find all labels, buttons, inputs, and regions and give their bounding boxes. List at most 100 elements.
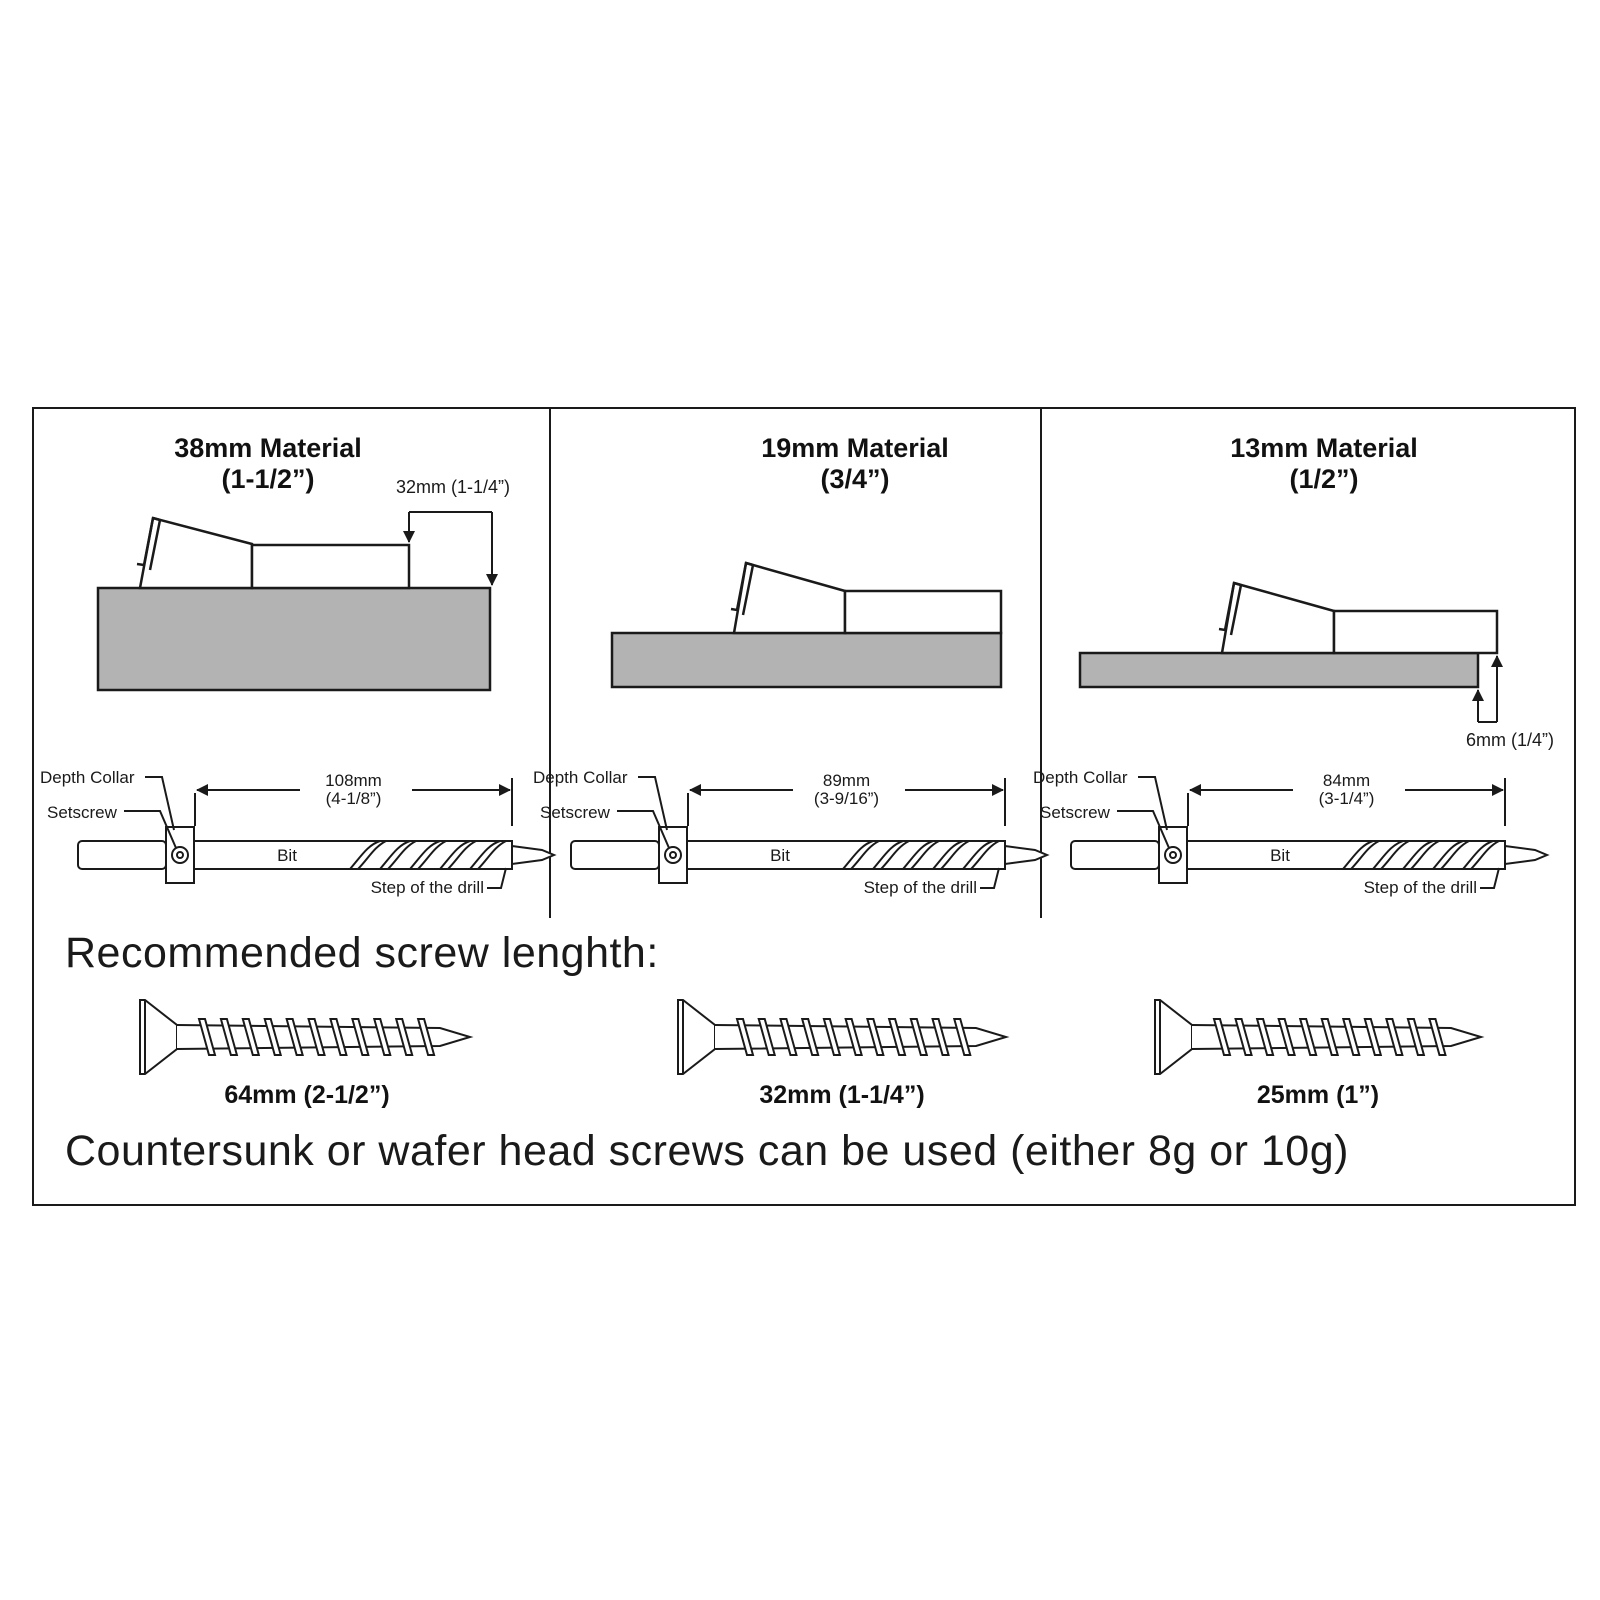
bit-length-dimension xyxy=(1187,778,1506,826)
material-subtitle: (3/4”) xyxy=(820,464,890,494)
pocket-jig-13mm xyxy=(1218,581,1499,655)
panel-1-title: 38mm Material (1-1/2”) xyxy=(118,433,418,495)
bit-label: Bit xyxy=(277,846,297,865)
flute-line xyxy=(932,840,964,870)
material-board-38mm xyxy=(96,586,492,692)
setscrew-leader xyxy=(124,810,177,849)
bit-shank xyxy=(1070,840,1160,870)
bit-label: Bit xyxy=(1270,846,1290,865)
thread xyxy=(757,1018,777,1056)
bit-label: Bit xyxy=(770,846,790,865)
thread xyxy=(735,1018,755,1056)
dimension-6mm xyxy=(1472,655,1503,723)
thread xyxy=(887,1018,907,1056)
bit-shank xyxy=(77,840,167,870)
material-title: 19mm Material xyxy=(761,433,949,463)
footer-note: Countersunk or wafer head screws can be … xyxy=(65,1127,1349,1175)
setscrew-leader xyxy=(617,810,670,849)
setscrew-label: Setscrew xyxy=(1040,803,1111,822)
screw-icon-2 xyxy=(677,999,1010,1075)
panel-2-title: 19mm Material (3/4”) xyxy=(705,433,1005,495)
diagram-frame xyxy=(32,407,1576,1206)
thread xyxy=(263,1018,283,1056)
thread xyxy=(372,1018,392,1056)
setscrew-icon xyxy=(1164,846,1182,864)
bit-length-dimension xyxy=(194,778,513,826)
thread xyxy=(1363,1018,1383,1056)
thread xyxy=(329,1018,348,1056)
material-subtitle: (1-1/2”) xyxy=(221,464,315,494)
pocket-jig-19mm xyxy=(730,561,1003,635)
thread xyxy=(844,1018,863,1056)
material-board-19mm xyxy=(610,631,1003,689)
flute-line xyxy=(1372,840,1404,870)
thread xyxy=(952,1018,972,1056)
bit-length-mm-label: 108mm xyxy=(325,771,382,790)
screw-label-32mm: 32mm (1-1/4”) xyxy=(759,1081,925,1109)
setscrew-label: Setscrew xyxy=(47,803,118,822)
thread xyxy=(1234,1018,1253,1056)
depth-collar-leader xyxy=(638,776,668,831)
thread xyxy=(307,1018,326,1056)
thread xyxy=(1212,1018,1232,1056)
bit-length-in-label: (3-9/16”) xyxy=(814,789,879,808)
thread xyxy=(800,1018,820,1056)
depth-collar-label: Depth Collar xyxy=(40,768,135,787)
step-label: Step of the drill xyxy=(864,878,977,897)
bit-tip xyxy=(511,844,557,866)
setscrew-leader xyxy=(1117,810,1170,849)
thread xyxy=(394,1018,414,1056)
depth-collar-label: Depth Collar xyxy=(533,768,628,787)
thread xyxy=(1428,1018,1447,1056)
bit-tip xyxy=(1504,844,1550,866)
panel-3-title: 13mm Material (1/2”) xyxy=(1174,433,1474,495)
screw-label-25mm: 25mm (1”) xyxy=(1256,1081,1380,1109)
thread xyxy=(1320,1018,1340,1056)
dimension-6mm-label: 6mm (1/4”) xyxy=(1466,730,1554,750)
thread xyxy=(197,1018,217,1056)
bit-length-in-label: (3-1/4”) xyxy=(1319,789,1375,808)
thread xyxy=(1341,1018,1361,1056)
thread xyxy=(909,1018,929,1056)
bit-length-mm-label: 89mm xyxy=(823,771,870,790)
flute-line xyxy=(439,840,471,870)
setscrew-label: Setscrew xyxy=(540,803,611,822)
flute-line xyxy=(842,840,874,870)
bit-length-mm-label: 84mm xyxy=(1323,771,1370,790)
panel-divider xyxy=(549,407,551,918)
flute-line xyxy=(872,840,904,870)
bit-length-in-label: (4-1/8”) xyxy=(326,789,382,808)
screw-icon-1 xyxy=(139,999,474,1075)
thread xyxy=(241,1018,261,1056)
thread xyxy=(1255,1018,1275,1056)
flute-line xyxy=(902,840,934,870)
step-leader xyxy=(980,867,1000,889)
thread xyxy=(1385,1018,1404,1056)
screw-icon-3 xyxy=(1154,999,1485,1075)
flute-line xyxy=(379,840,411,870)
thread xyxy=(1277,1018,1296,1056)
bit-length-dimension xyxy=(687,778,1006,826)
pocket-jig-38mm xyxy=(136,516,411,590)
bit-shank xyxy=(570,840,660,870)
material-board-13mm xyxy=(1078,651,1480,689)
material-subtitle: (1/2”) xyxy=(1289,464,1359,494)
flute-line xyxy=(469,840,501,870)
step-label: Step of the drill xyxy=(371,878,484,897)
step-label: Step of the drill xyxy=(1364,878,1477,897)
thread xyxy=(931,1018,950,1056)
thread xyxy=(822,1018,842,1056)
bit-tip xyxy=(1004,844,1050,866)
flute-line xyxy=(409,840,441,870)
thread xyxy=(1298,1018,1318,1056)
flute-line xyxy=(1342,840,1374,870)
flute-line xyxy=(962,840,994,870)
dimension-32mm-label: 32mm (1-1/4”) xyxy=(396,477,510,497)
thread xyxy=(779,1018,798,1056)
material-title: 13mm Material xyxy=(1230,433,1418,463)
thread xyxy=(866,1018,885,1056)
